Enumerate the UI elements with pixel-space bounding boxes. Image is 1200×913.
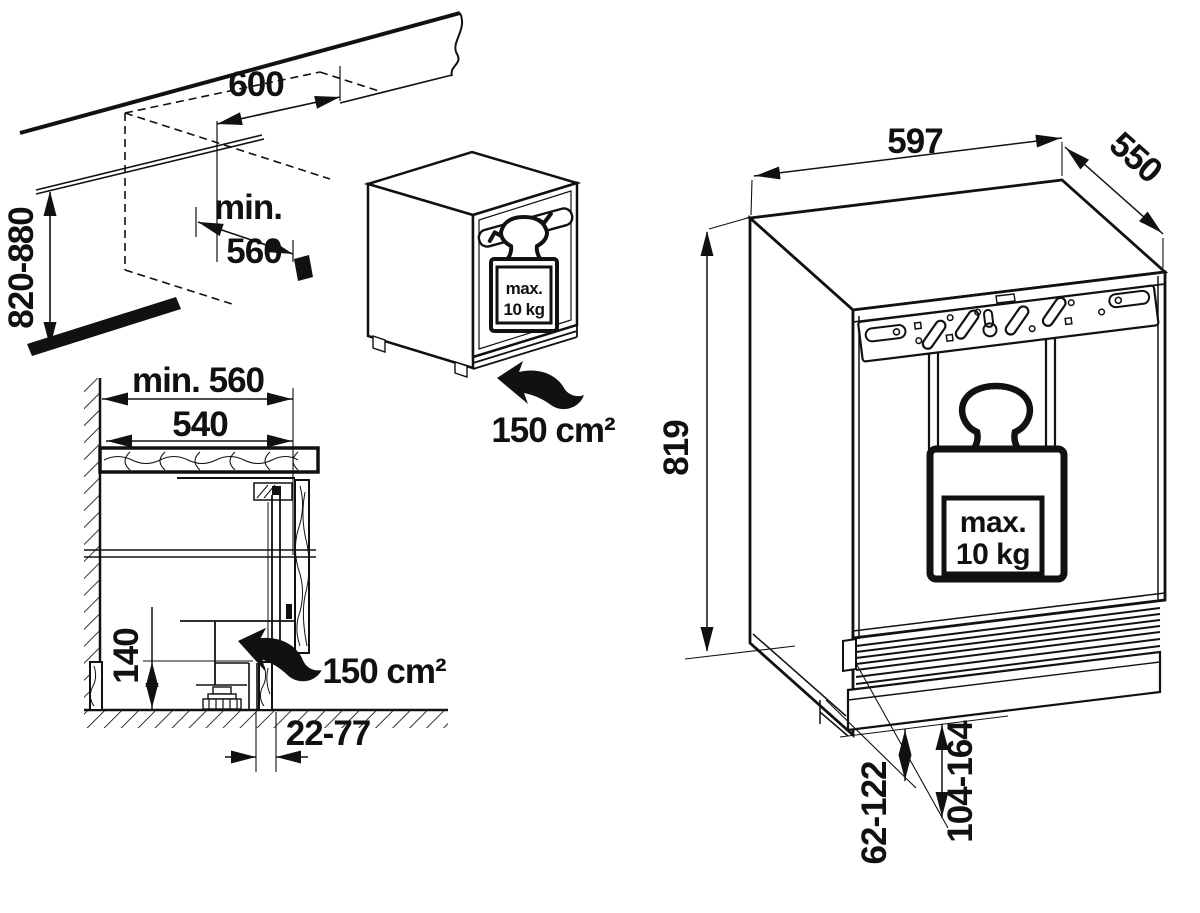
door-seal-mark	[286, 604, 292, 619]
bottom-clearance-label: 140	[107, 628, 146, 684]
dimension-plinth-heights: 62-122 104-164	[825, 664, 1009, 865]
ventilation-grille	[842, 607, 1161, 685]
vent-area-label: 150 cm²	[491, 411, 615, 450]
side-face	[748, 214, 855, 739]
wood-grain	[259, 665, 271, 707]
niche-depth-label-1: min.	[214, 188, 282, 227]
wood-grain	[294, 485, 310, 647]
dimension-bottom-clearance: 140	[107, 607, 253, 709]
weight-label-kg: 10 kg	[956, 538, 1030, 571]
niche-installation-diagram: 600 min. 560 820-880	[2, 11, 616, 450]
break-lines	[84, 549, 316, 558]
floor-hatching	[84, 710, 448, 728]
plinth-board	[258, 661, 273, 711]
niche-depth-label-2: 560	[226, 232, 282, 271]
plinth-recess-label: 22-77	[286, 714, 371, 753]
wood-grain	[124, 451, 299, 471]
max-weight-icon: max. 10 kg	[926, 382, 1068, 583]
appliance-base-vent	[472, 324, 578, 370]
weight-knob	[958, 382, 1034, 458]
bracket-slot	[1041, 296, 1067, 327]
side-plinth-step	[819, 700, 849, 737]
depth-label: 550	[1102, 124, 1170, 190]
wood-grain	[89, 665, 97, 707]
door-inner-edge	[478, 190, 572, 350]
cross-section-diagram: min. 560 540 140 150 cm² 22-77	[84, 361, 448, 772]
door-and-panel-section	[267, 479, 310, 659]
plinth-section	[89, 620, 295, 711]
dimension-height: 819	[657, 216, 796, 660]
plinth-panel	[846, 650, 1162, 732]
dimension-niche-depth: min. 560	[195, 188, 296, 271]
max-weight-icon: max. 10 kg	[489, 214, 559, 333]
bracket-slot	[864, 324, 907, 343]
top-tab	[995, 293, 1016, 304]
plinth-high-label: 104-164	[941, 720, 980, 843]
section-depth-label: min. 560	[132, 361, 265, 400]
niche-width-label: 600	[228, 65, 284, 104]
dimension-width: 597	[750, 122, 1063, 216]
wood-grain	[103, 455, 299, 465]
floor-plinth-mark	[27, 297, 181, 356]
height-label: 819	[657, 420, 696, 476]
niche-outline-dashed	[124, 71, 383, 305]
niche-height-label: 820-880	[2, 207, 41, 329]
fixing-bracket-section	[253, 482, 293, 501]
appliance-foot	[372, 335, 386, 353]
weight-knob	[499, 214, 549, 264]
vent-area-label: 150 cm²	[322, 652, 446, 691]
weight-label-kg: 10 kg	[504, 300, 545, 319]
niche-side-mark	[294, 255, 313, 281]
bracket-slot	[954, 309, 980, 340]
plinth-low-label: 62-122	[855, 761, 894, 865]
wall-hatching	[84, 378, 100, 710]
dimension-counter-depth: 540	[106, 405, 293, 448]
dimension-plinth-recess: 22-77	[225, 712, 371, 772]
countertop-section	[98, 446, 320, 474]
appliance-dimensions-diagram: max. 10 kg 597 550	[657, 122, 1170, 864]
airflow-arrow-icon	[497, 361, 584, 410]
weight-label-max: max.	[960, 506, 1026, 539]
counter-depth-label: 540	[172, 405, 228, 444]
dimension-niche-height: 820-880	[2, 191, 57, 347]
mounting-bracket	[857, 284, 1160, 363]
appliance-small-isometric: max. 10 kg	[363, 150, 582, 378]
dimension-niche-width: 600	[215, 65, 342, 262]
appliance-foot	[454, 361, 468, 378]
bracket-slot	[1004, 305, 1030, 336]
bracket-slot	[921, 319, 947, 350]
top-slab-edge	[852, 270, 1166, 324]
dimension-section-depth: min. 560	[102, 361, 294, 555]
bracket-keyhole	[982, 322, 998, 338]
width-label: 597	[887, 122, 942, 161]
weight-label-max: max.	[506, 279, 543, 298]
wall-base-board	[89, 661, 103, 711]
bracket-slot	[1108, 289, 1151, 309]
door-edges	[852, 276, 1166, 639]
counter-cut-line	[450, 12, 463, 77]
adjustable-foot	[196, 684, 247, 710]
